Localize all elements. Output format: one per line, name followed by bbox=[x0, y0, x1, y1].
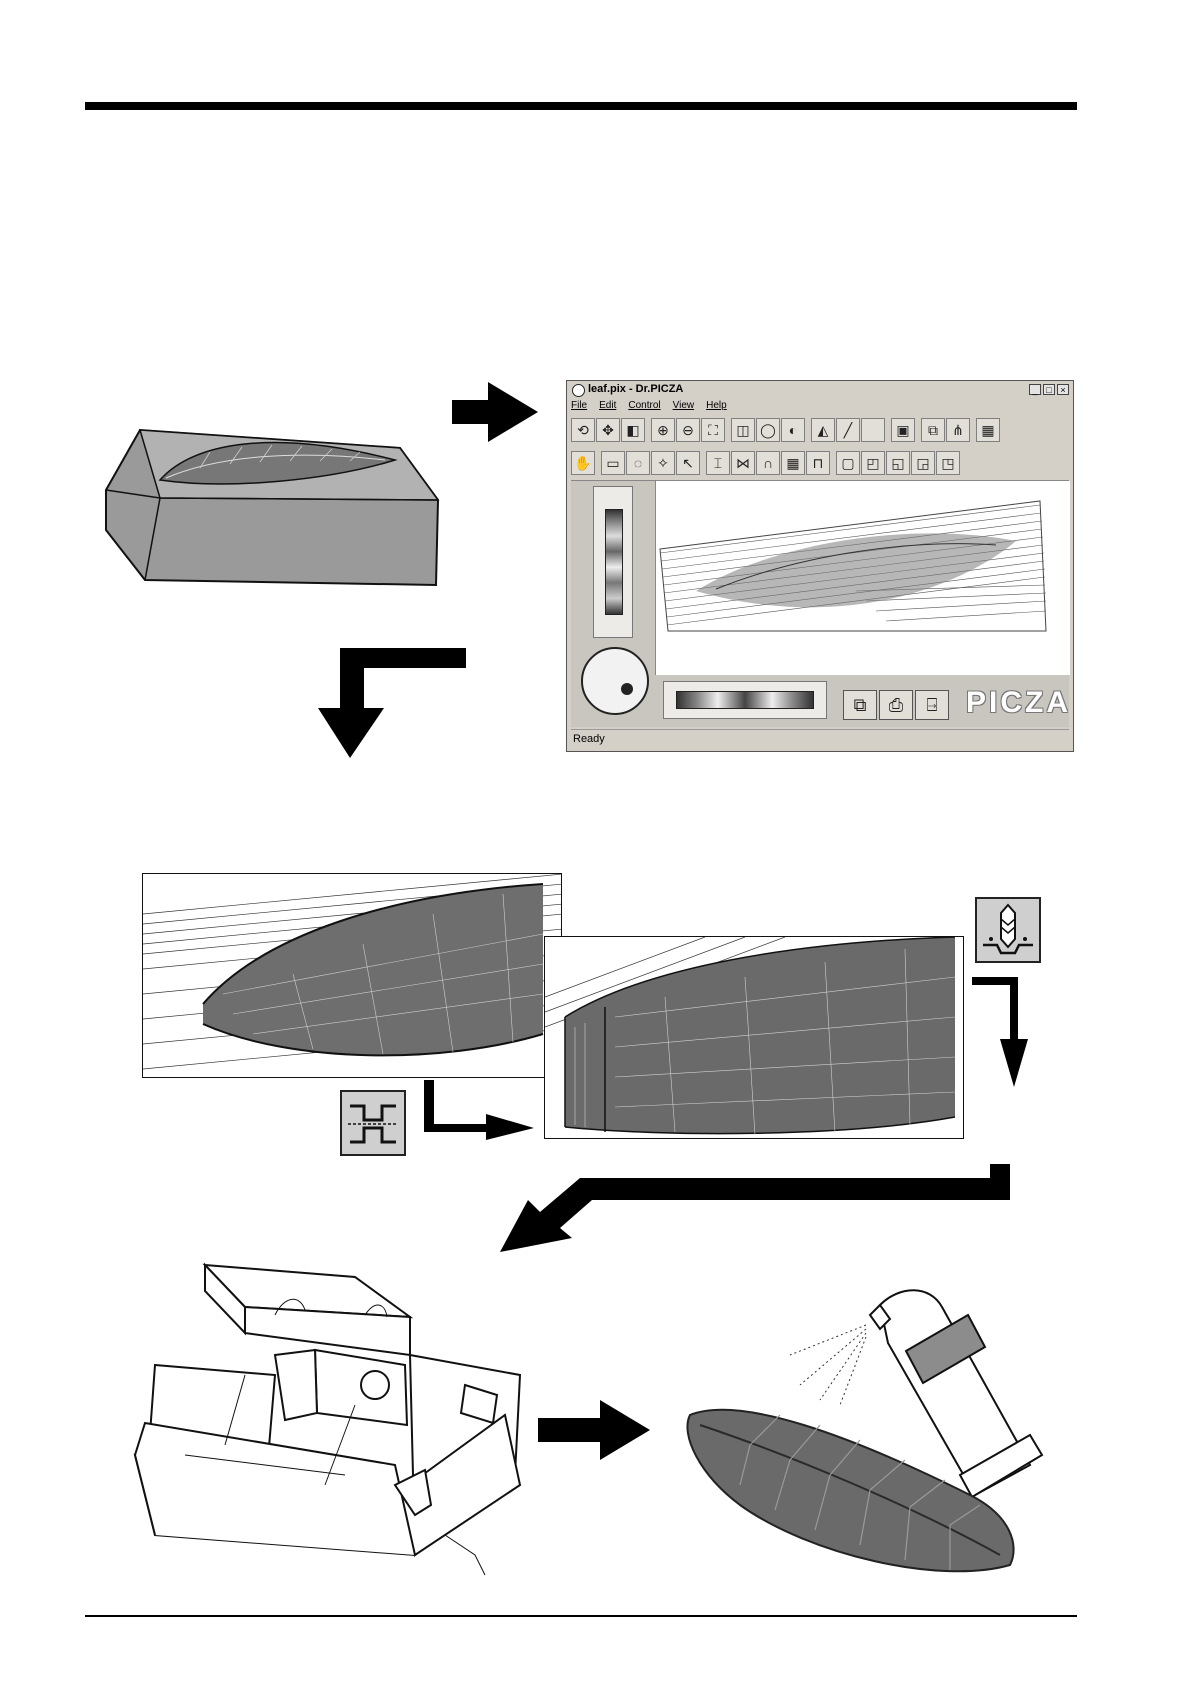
wand-icon[interactable]: ✧ bbox=[651, 451, 675, 475]
clay-block-illustration bbox=[100, 420, 450, 595]
grid-icon[interactable]: ▦ bbox=[781, 451, 805, 475]
extrude-icon[interactable]: ◧ bbox=[621, 418, 645, 442]
arrow-right-icon bbox=[452, 382, 542, 442]
maximize-button[interactable]: □ bbox=[1043, 384, 1055, 395]
cut-icon[interactable]: ⋔ bbox=[946, 418, 970, 442]
close-button[interactable]: × bbox=[1057, 384, 1069, 395]
zoom-in-icon[interactable]: ⊕ bbox=[651, 418, 675, 442]
shade-icon[interactable]: ◐ bbox=[781, 418, 805, 442]
hand-icon[interactable]: ✋ bbox=[571, 451, 595, 475]
horizontal-slider[interactable] bbox=[663, 681, 827, 719]
scan-mill-icon bbox=[975, 897, 1041, 963]
wireframe-leaf-left bbox=[143, 874, 562, 1078]
cube-icon[interactable]: ▣ bbox=[891, 418, 915, 442]
dial-knob bbox=[621, 683, 633, 695]
minimize-button[interactable]: _ bbox=[1029, 384, 1041, 395]
step-cut-icon bbox=[340, 1090, 406, 1156]
blank-icon[interactable] bbox=[861, 418, 885, 442]
window-title: leaf.pix - Dr.PICZA bbox=[588, 383, 683, 395]
view-top-icon[interactable]: ◱ bbox=[886, 451, 910, 475]
wireframe-panel-left bbox=[142, 873, 562, 1078]
rotation-dial[interactable] bbox=[581, 647, 649, 715]
mirror-icon[interactable]: ⋈ bbox=[731, 451, 755, 475]
step-icon[interactable]: ⌶ bbox=[706, 451, 730, 475]
print-icon[interactable]: ⎙ bbox=[879, 690, 913, 720]
wireframe-leaf-right bbox=[545, 937, 964, 1139]
3d-viewport[interactable] bbox=[655, 481, 1070, 675]
arrow-right-bottom-icon bbox=[538, 1400, 654, 1460]
horizontal-slider-thumb[interactable] bbox=[676, 691, 814, 709]
view-front-icon[interactable]: ▢ bbox=[836, 451, 860, 475]
move-icon[interactable]: ✥ bbox=[596, 418, 620, 442]
edit-toolbar: ✋ ▭ ◌ ✧ ↖ ⌶ ⋈ ∩ ▦ ⊓ ▢ ◰ ◱ ◲ ◳ bbox=[571, 451, 960, 477]
exit-icon[interactable]: ⍈ bbox=[915, 690, 949, 720]
menu-file[interactable]: File bbox=[571, 400, 587, 416]
menu-edit[interactable]: Edit bbox=[599, 400, 616, 416]
main-toolbar: ⟲ ✥ ◧ ⊕ ⊖ ⛶ ◫ ◯ ◐ ◭ ╱ ▣ ⧉ ⋔ ▦ bbox=[571, 418, 1000, 444]
stack-icon[interactable]: ⧉ bbox=[843, 690, 877, 720]
bottom-rule bbox=[85, 1615, 1077, 1617]
export-icon[interactable]: ▦ bbox=[976, 418, 1000, 442]
arrow-to-machine-icon bbox=[500, 1160, 1020, 1255]
finished-leaf-illustration bbox=[680, 1285, 1080, 1595]
box-view-icon[interactable]: ◫ bbox=[731, 418, 755, 442]
client-area: ⧉ ⎙ ⍈ PICZA bbox=[571, 480, 1069, 727]
pointer-icon[interactable]: ↖ bbox=[676, 451, 700, 475]
wireframe-preview bbox=[656, 481, 1070, 675]
app-icon bbox=[572, 384, 585, 397]
view-iso-icon[interactable]: ◲ bbox=[911, 451, 935, 475]
milling-machine-illustration bbox=[125, 1255, 530, 1605]
rotate-icon[interactable]: ⟲ bbox=[571, 418, 595, 442]
brand-logo: PICZA bbox=[966, 686, 1071, 720]
fit-icon[interactable]: ⛶ bbox=[701, 418, 725, 442]
picza-window: leaf.pix - Dr.PICZA _ □ × File Edit Cont… bbox=[566, 380, 1074, 752]
copy-icon[interactable]: ⧉ bbox=[921, 418, 945, 442]
vertical-slider[interactable] bbox=[593, 486, 633, 638]
sphere-view-icon[interactable]: ◯ bbox=[756, 418, 780, 442]
lasso-icon[interactable]: ◌ bbox=[626, 451, 650, 475]
status-bar: Ready bbox=[571, 729, 1069, 747]
menu-bar: File Edit Control View Help bbox=[571, 400, 727, 416]
zoom-out-icon[interactable]: ⊖ bbox=[676, 418, 700, 442]
arch-icon[interactable]: ∩ bbox=[756, 451, 780, 475]
view-side-icon[interactable]: ◰ bbox=[861, 451, 885, 475]
arrow-down-right-icon bbox=[972, 975, 1032, 1090]
brush-icon[interactable]: ╱ bbox=[836, 418, 860, 442]
wireframe-panel-right bbox=[544, 936, 964, 1139]
menu-help[interactable]: Help bbox=[706, 400, 727, 416]
vertical-slider-thumb[interactable] bbox=[605, 509, 623, 615]
view-back-icon[interactable]: ◳ bbox=[936, 451, 960, 475]
frame-icon[interactable]: ⊓ bbox=[806, 451, 830, 475]
top-rule bbox=[85, 102, 1077, 110]
select-rect-icon[interactable]: ▭ bbox=[601, 451, 625, 475]
arrow-connector-icon bbox=[424, 1080, 539, 1140]
fill-icon[interactable]: ◭ bbox=[811, 418, 835, 442]
menu-control[interactable]: Control bbox=[628, 400, 660, 416]
arrow-down-left-icon bbox=[318, 640, 468, 760]
menu-view[interactable]: View bbox=[673, 400, 695, 416]
title-bar[interactable]: leaf.pix - Dr.PICZA _ □ × bbox=[567, 381, 1073, 400]
